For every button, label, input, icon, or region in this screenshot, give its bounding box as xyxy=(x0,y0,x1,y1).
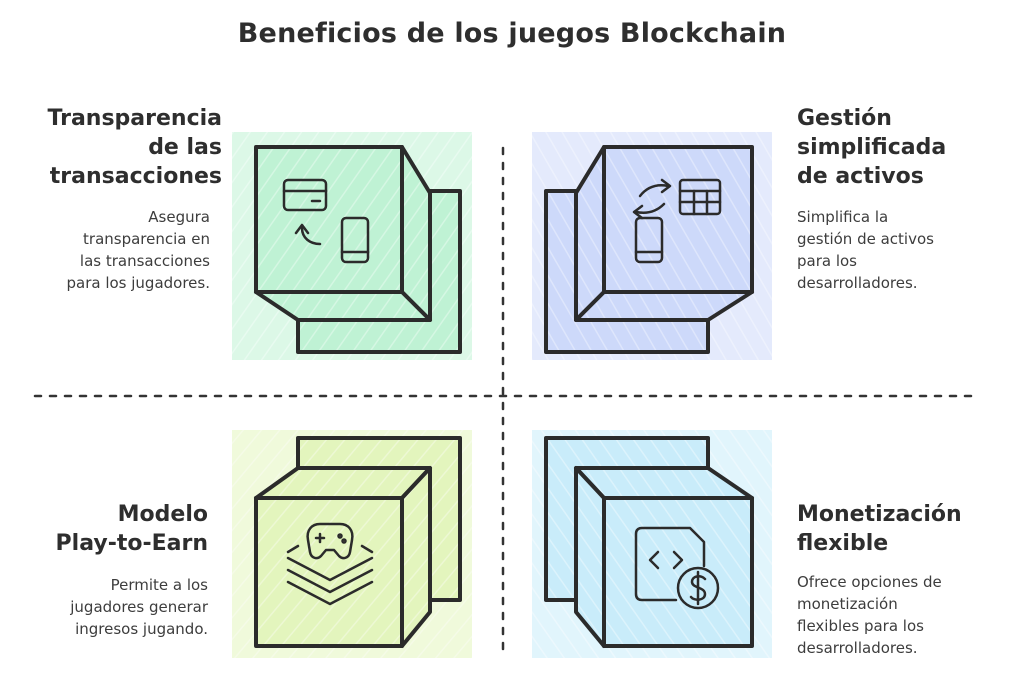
diagram-title: Beneficios de los juegos Blockchain xyxy=(237,18,787,49)
smartphone-icon xyxy=(634,216,664,264)
heading-monetization: Monetización flexible xyxy=(797,502,962,556)
smartphone-icon xyxy=(340,216,370,264)
desc-asset-management: Simplifica la gestión de activos para lo… xyxy=(797,208,934,292)
code-file-dollar-icon xyxy=(634,526,720,610)
heading-play-to-earn: Modelo Play-to-Earn xyxy=(55,502,208,556)
heading-asset-management: Gestión simplificada de activos xyxy=(797,106,947,189)
asset-icons xyxy=(632,178,722,264)
gamepad-stack-icon xyxy=(286,522,374,606)
cube-monetization xyxy=(532,430,772,658)
cube-asset-management xyxy=(532,132,772,360)
desc-monetization: Ofrece opciones de monetización flexible… xyxy=(797,573,942,657)
heading-transparency: Transparencia de las transacciones xyxy=(47,106,223,189)
cube-play-to-earn xyxy=(232,430,472,658)
swap-arrows-icon xyxy=(632,178,672,220)
cube-transparency xyxy=(232,132,472,360)
desc-transparency: Asegura transparencia en las transaccion… xyxy=(66,208,210,292)
credit-card-icon xyxy=(282,178,328,212)
transparency-icons xyxy=(282,178,370,264)
desc-play-to-earn: Permite a los jugadores generar ingresos… xyxy=(70,576,208,638)
rotate-arrow-icon xyxy=(294,223,322,246)
table-grid-icon xyxy=(678,178,722,216)
